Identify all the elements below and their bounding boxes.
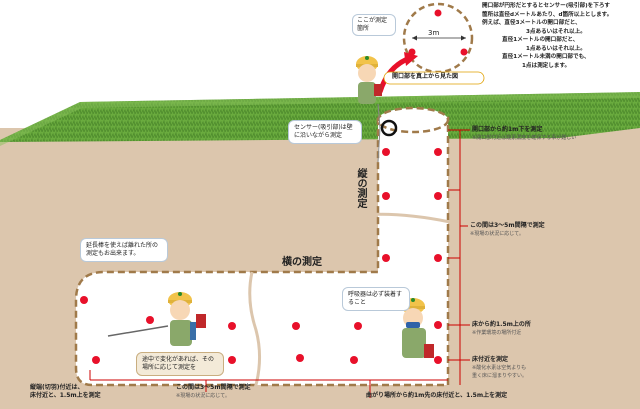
height-annotation: 床から約1.5m上の所 (472, 321, 531, 328)
instruction-line: 1点は測定します。 (522, 62, 571, 69)
marker (146, 316, 154, 324)
instruction-line: 開口部が円形だとするとセンサー(吸引部)を下ろす (482, 3, 611, 9)
marker (408, 48, 416, 56)
opening-annotation: 開口部から約1m下を測定 (472, 126, 543, 133)
measurement-markers (80, 148, 442, 364)
break-mark-2 (361, 212, 451, 224)
marker (434, 192, 442, 200)
bottom-mid-annotation: この間は3～5m間隔で測定 ※現場の状況に応じて。 (176, 384, 251, 400)
marker (354, 322, 362, 330)
overhead-label: 開口部を真上から見た図 (392, 73, 459, 80)
marker (434, 9, 442, 17)
overhead-view (402, 2, 474, 74)
worker-top (356, 56, 382, 104)
horizontal-label: 横の測定 (282, 257, 322, 268)
instruction-line: 箇所は直径dメートルあたり、d箇所以上とします。 (482, 11, 613, 18)
annotation-line: 床付近と、1.5m上を測定 (30, 392, 101, 399)
sensor-wire (377, 103, 381, 129)
break-mark-1 (248, 271, 261, 393)
worker-left (107, 292, 206, 346)
change-bubble: 途中で変化があれば、その場所に応じて測定を (136, 352, 224, 376)
marker (434, 356, 442, 364)
marker (382, 192, 390, 200)
marker (460, 48, 468, 56)
grass-highlight (0, 92, 640, 146)
view-arrow-head (404, 52, 418, 66)
marker (296, 354, 304, 362)
sensor-wire-lower (377, 127, 381, 163)
tunnel-shape (74, 116, 450, 387)
floor-annotation: 床付近を測定 (472, 356, 509, 363)
marker (228, 356, 236, 364)
instruction-line: 3点あるいはそれ以上。 (526, 28, 586, 35)
worker-top-bubble: ここが測定箇所 (352, 14, 396, 36)
bottom-right-annotation: 曲がり場所から約1m先の床付近と、1.5m上を測定 (366, 392, 508, 399)
respirator-bubble: 呼吸器は必ず装着すること (342, 287, 410, 311)
instruction-line: 直径1メートル未満の開口部でも、 (502, 54, 590, 60)
instruction-line: 1点あるいはそれ以上。 (526, 45, 586, 52)
circle-width-label: 3m (428, 29, 440, 37)
marker (382, 148, 390, 156)
marker (92, 356, 100, 364)
bottom-left-annotation: 縦端(切羽)付近は、 床付近と、1.5m上を測定 (30, 384, 101, 400)
marker (434, 254, 442, 262)
marker (434, 148, 442, 156)
instruction-line: 例えば、直径3メートルの開口部だと、 (482, 20, 581, 26)
marker (80, 296, 88, 304)
marker (228, 322, 236, 330)
annotation-line: この間は3～5m間隔で測定 (176, 384, 251, 391)
sensor-ring (380, 119, 398, 137)
opening-annotation-note: ※開口部付近は酸素濃度を確保する事が難しい (472, 135, 577, 141)
marker (382, 254, 390, 262)
height-annotation-note: ※作業環境の場所付近 (472, 330, 522, 336)
sensor-bubble: センサー(吸引部)は壁に沿いながら測定 (288, 120, 362, 144)
marker (434, 321, 442, 329)
interval-annotation: この間は3～5m間隔で測定 (470, 222, 545, 229)
instruction-line: 直径1メートルの開口部だと、 (502, 37, 579, 43)
extension-rod-bubble: 延長棒を使えば離れた所の測定もお出来ます。 (80, 238, 168, 262)
overhead-label-pill (383, 71, 485, 85)
annotation-lines (89, 129, 470, 398)
floor-annotation-note: ※酸化水素は空気よりも重く床に溜まりやすい。 (472, 365, 528, 379)
top-instructions: 開口部が円形だとするとセンサー(吸引部)を下ろす 箇所は直径dメートルあたり、d… (482, 2, 640, 70)
marker (350, 356, 358, 364)
interval-annotation-note: ※現場の状況に応じて。 (470, 231, 525, 237)
annotation-line: ※現場の状況に応じて。 (176, 393, 231, 399)
vertical-label: 縦の測定 (355, 168, 366, 208)
marker (292, 322, 300, 330)
annotation-line: 縦端(切羽)付近は、 (30, 384, 84, 391)
